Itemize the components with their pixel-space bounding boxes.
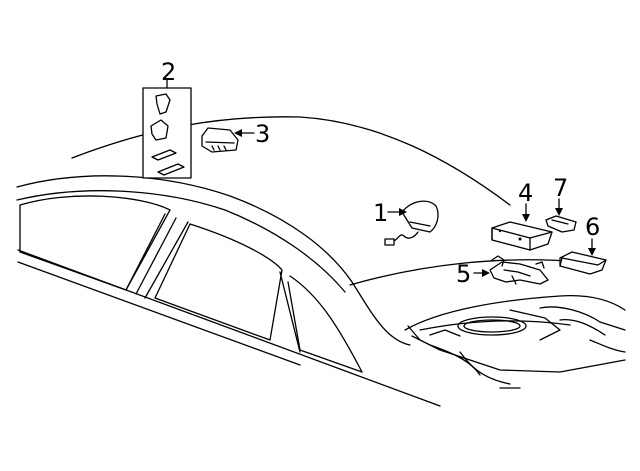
sensor-clip-part bbox=[545, 215, 577, 233]
receiver-module-part bbox=[559, 251, 607, 275]
mounting-bracket-part bbox=[489, 255, 549, 285]
connector-module-part bbox=[201, 127, 239, 153]
callout-6: 6 bbox=[585, 213, 600, 241]
leader-lines bbox=[166, 79, 596, 277]
callout-7: 7 bbox=[553, 174, 568, 202]
callout-1: 1 bbox=[373, 199, 388, 227]
antenna-part bbox=[384, 200, 439, 246]
callout-4: 4 bbox=[518, 179, 533, 207]
rear-deck-structure bbox=[404, 294, 626, 389]
control-module-part bbox=[491, 221, 553, 251]
vehicle-side-windows bbox=[17, 195, 441, 407]
callout-labels: 1 2 3 4 5 6 7 bbox=[161, 58, 600, 288]
callout-3: 3 bbox=[255, 120, 270, 148]
callout-2: 2 bbox=[161, 58, 176, 86]
callout-5: 5 bbox=[456, 260, 471, 288]
parts-kit-box bbox=[142, 87, 192, 179]
